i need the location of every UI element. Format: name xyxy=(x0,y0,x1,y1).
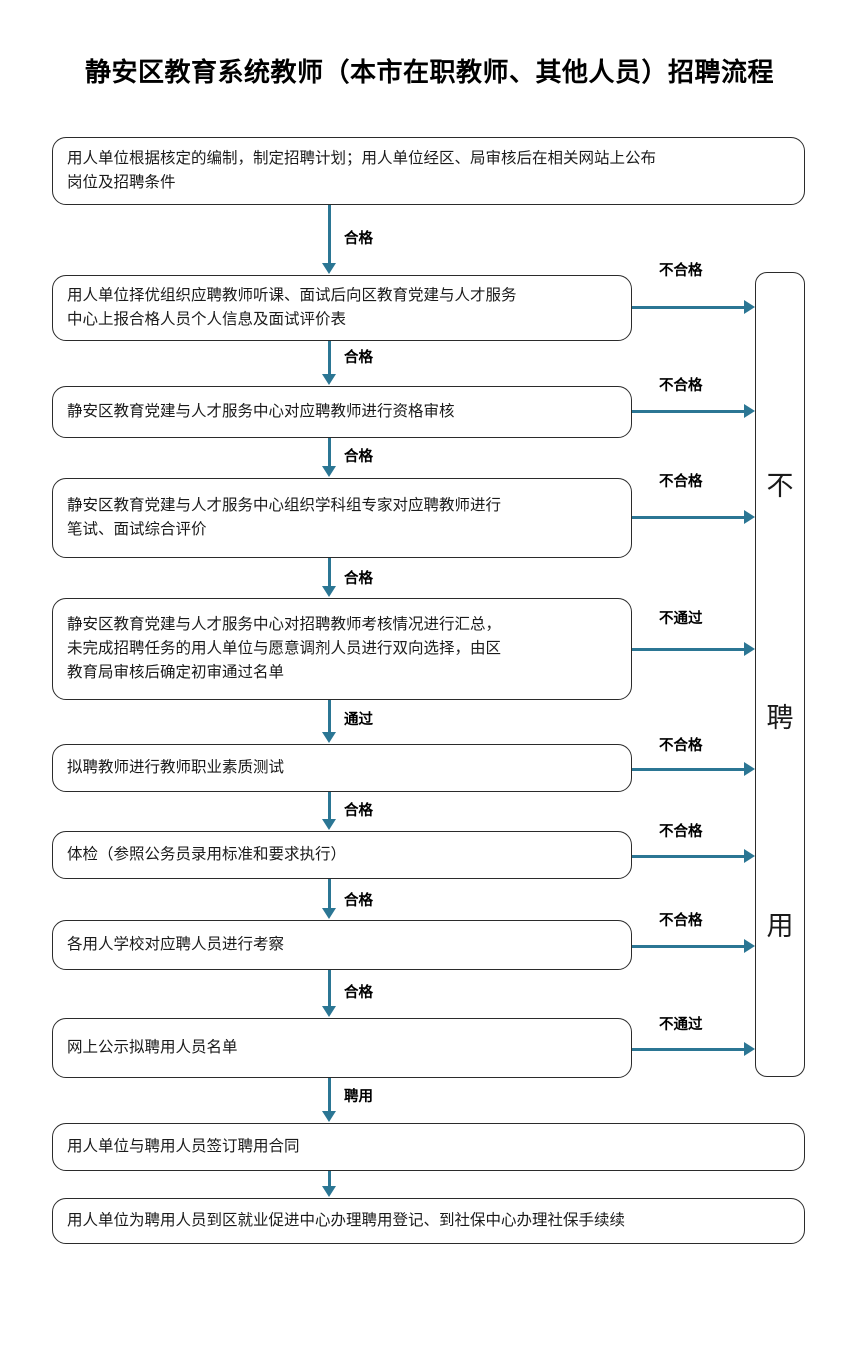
flow-arrow-5-line xyxy=(328,700,332,732)
process-box-9[interactable]: 网上公示拟聘用人员名单 xyxy=(52,1018,632,1078)
process-box-6-text: 拟聘教师进行教师职业素质测试 xyxy=(67,758,285,776)
flow-arrow-7-head xyxy=(322,908,336,919)
reject-arrow-5-head xyxy=(744,762,755,776)
flow-arrow-1-line xyxy=(328,205,332,263)
reject-arrow-7-head xyxy=(744,939,755,953)
process-box-11[interactable]: 用人单位为聘用人员到区就业促进中心办理聘用登记、到社保中心办理社保手续续 xyxy=(52,1198,805,1244)
process-box-9-text: 网上公示拟聘用人员名单 xyxy=(67,1038,238,1056)
flow-arrow-2-head xyxy=(322,374,336,385)
pass-label-3: 合格 xyxy=(344,449,373,465)
process-box-8-text: 各用人学校对应聘人员进行考察 xyxy=(67,935,285,953)
reject-arrow-1-head xyxy=(744,300,755,314)
pass-label-9: 聘用 xyxy=(344,1089,373,1105)
pass-label-6: 合格 xyxy=(344,803,373,819)
flow-arrow-9-head xyxy=(322,1111,336,1122)
flow-arrow-3-line xyxy=(328,438,332,466)
process-box-1[interactable]: 用人单位根据核定的编制，制定招聘计划；用人单位经区、局审核后在相关网站上公布 岗… xyxy=(52,137,805,205)
pass-label-5: 通过 xyxy=(344,712,373,728)
flow-arrow-4-line xyxy=(328,558,332,586)
reject-arrow-3-head xyxy=(744,510,755,524)
process-box-11-text: 用人单位为聘用人员到区就业促进中心办理聘用登记、到社保中心办理社保手续续 xyxy=(67,1211,626,1229)
page-title: 静安区教育系统教师（本市在职教师、其他人员）招聘流程 xyxy=(84,58,774,88)
process-box-4[interactable]: 静安区教育党建与人才服务中心组织学科组专家对应聘教师进行 笔试、面试综合评价 xyxy=(52,478,632,558)
process-box-4-text: 静安区教育党建与人才服务中心组织学科组专家对应聘教师进行 笔试、面试综合评价 xyxy=(67,496,502,538)
reject-outcome-char-1: 不 xyxy=(766,471,794,501)
pass-label-2: 合格 xyxy=(344,350,373,366)
flow-arrow-3-head xyxy=(322,466,336,477)
reject-arrow-4-head xyxy=(744,642,755,656)
process-box-6[interactable]: 拟聘教师进行教师职业素质测试 xyxy=(52,744,632,792)
reject-label-1: 不合格 xyxy=(659,263,703,279)
reject-label-4: 不通过 xyxy=(659,611,703,627)
reject-arrow-8-line xyxy=(632,1048,744,1052)
reject-label-3: 不合格 xyxy=(659,474,703,490)
reject-arrow-4-line xyxy=(632,648,744,652)
flow-arrow-6-line xyxy=(328,792,332,819)
flow-arrow-8-head xyxy=(322,1006,336,1017)
flow-arrow-4-head xyxy=(322,586,336,597)
process-box-7[interactable]: 体检（参照公务员录用标准和要求执行） xyxy=(52,831,632,879)
process-box-1-text: 用人单位根据核定的编制，制定招聘计划；用人单位经区、局审核后在相关网站上公布 岗… xyxy=(67,149,657,191)
process-box-2-text: 用人单位择优组织应聘教师听课、面试后向区教育党建与人才服务 中心上报合格人员个人… xyxy=(67,286,517,328)
reject-outcome-char-3: 用 xyxy=(766,911,794,941)
flow-arrow-2-line xyxy=(328,341,332,374)
flow-arrow-8-line xyxy=(328,970,332,1006)
pass-label-1: 合格 xyxy=(344,231,373,247)
process-box-7-text: 体检（参照公务员录用标准和要求执行） xyxy=(67,845,347,863)
process-box-3[interactable]: 静安区教育党建与人才服务中心对应聘教师进行资格审核 xyxy=(52,386,632,438)
flow-arrow-9-line xyxy=(328,1078,332,1111)
reject-arrow-2-head xyxy=(744,404,755,418)
process-box-10-text: 用人单位与聘用人员签订聘用合同 xyxy=(67,1137,300,1155)
process-box-5-text: 静安区教育党建与人才服务中心对招聘教师考核情况进行汇总， 未完成招聘任务的用人单… xyxy=(67,615,502,681)
reject-outcome-char-2: 聘 xyxy=(766,703,794,733)
reject-label-5: 不合格 xyxy=(659,738,703,754)
process-box-5[interactable]: 静安区教育党建与人才服务中心对招聘教师考核情况进行汇总， 未完成招聘任务的用人单… xyxy=(52,598,632,700)
process-box-10[interactable]: 用人单位与聘用人员签订聘用合同 xyxy=(52,1123,805,1171)
reject-arrow-6-head xyxy=(744,849,755,863)
flow-arrow-10-head xyxy=(322,1186,336,1197)
reject-arrow-1-line xyxy=(632,306,744,310)
process-box-3-text: 静安区教育党建与人才服务中心对应聘教师进行资格审核 xyxy=(67,402,455,420)
reject-arrow-5-line xyxy=(632,768,744,772)
pass-label-8: 合格 xyxy=(344,985,373,1001)
reject-arrow-8-head xyxy=(744,1042,755,1056)
flow-arrow-5-head xyxy=(322,732,336,743)
reject-label-2: 不合格 xyxy=(659,378,703,394)
reject-label-8: 不通过 xyxy=(659,1017,703,1033)
pass-label-4: 合格 xyxy=(344,571,373,587)
reject-arrow-7-line xyxy=(632,945,744,949)
reject-arrow-3-line xyxy=(632,516,744,520)
flow-arrow-1-head xyxy=(322,263,336,274)
reject-arrow-6-line xyxy=(632,855,744,859)
reject-label-6: 不合格 xyxy=(659,824,703,840)
reject-label-7: 不合格 xyxy=(659,913,703,929)
flow-arrow-7-line xyxy=(328,879,332,908)
flow-arrow-6-head xyxy=(322,819,336,830)
process-box-2[interactable]: 用人单位择优组织应聘教师听课、面试后向区教育党建与人才服务 中心上报合格人员个人… xyxy=(52,275,632,341)
reject-arrow-2-line xyxy=(632,410,744,414)
flow-arrow-10-line xyxy=(328,1171,332,1186)
pass-label-7: 合格 xyxy=(344,893,373,909)
process-box-8[interactable]: 各用人学校对应聘人员进行考察 xyxy=(52,920,632,970)
reject-outcome-box[interactable]: 不 聘 用 xyxy=(755,272,805,1077)
